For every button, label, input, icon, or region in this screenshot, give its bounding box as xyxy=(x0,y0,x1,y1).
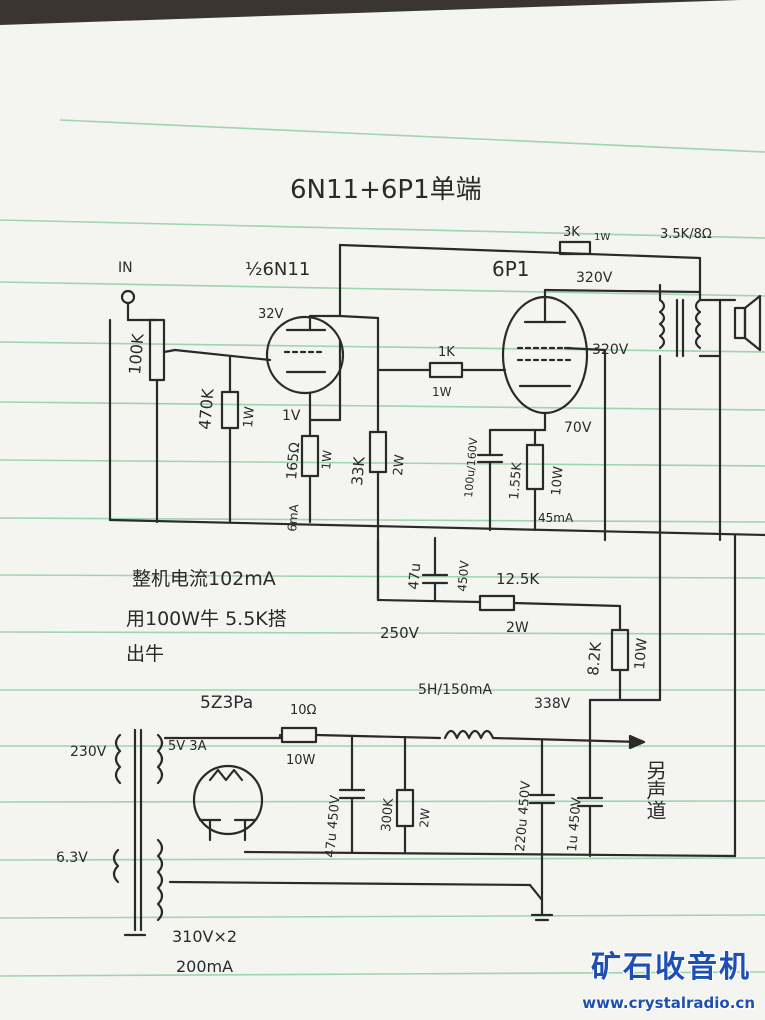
feedback-resistor-label: 3K xyxy=(563,225,580,240)
secondary-voltage: 310V×2 xyxy=(172,927,237,946)
plate2-voltage: 320V xyxy=(576,270,613,286)
pot-label: 100K xyxy=(125,332,148,375)
ot-primary-icon xyxy=(658,298,666,350)
dropper-resistor-watt: 10W xyxy=(632,637,651,670)
surge-resistor-watt: 10W xyxy=(286,753,316,768)
screen2-voltage: 320V xyxy=(592,342,629,358)
rectifier-tube-icon xyxy=(192,764,264,836)
feedback-resistor-watt: 1W xyxy=(594,232,610,243)
grid-resistor-watt: 1W xyxy=(241,406,258,428)
cathode2-cap-label: 100u/160V xyxy=(462,437,480,499)
ruled-lines xyxy=(0,119,765,977)
grid-stopper-watt: 1W xyxy=(432,385,452,399)
mains-winding-icon xyxy=(114,733,122,785)
feedback-resistor-icon xyxy=(558,240,592,256)
hv-winding-icon xyxy=(156,838,164,922)
b1-voltage: 338V xyxy=(534,696,571,712)
cathode1-resistor-label: 165Ω xyxy=(284,441,303,480)
filter-cap3-label: 1u 450V xyxy=(565,797,585,853)
mains-voltage: 230V xyxy=(70,744,107,760)
heater-voltage: 6.3V xyxy=(56,850,88,866)
plate1-resistor-label: 33K xyxy=(348,455,369,487)
watermark-logo: 矿石收音机 xyxy=(591,950,751,985)
filter-cap1-label: 47u 450V xyxy=(323,795,343,859)
schematic-labels: 6N11+6P1单端 IN ½6N11 6P1 100K 470K 1W 32V… xyxy=(56,175,712,976)
choke-icon xyxy=(443,729,495,740)
ot-secondary-icon xyxy=(694,298,702,350)
filter-cap2-label: 220u 450V xyxy=(513,780,534,852)
bleeder-resistor-watt: 2W xyxy=(417,807,433,828)
heater-winding-icon xyxy=(112,848,120,884)
bleeder-resistor-label: 300K xyxy=(379,797,397,832)
choke-label: 5H/150mA xyxy=(418,682,493,698)
cathode2-resistor-label: 1.55K xyxy=(507,461,525,500)
decoupling-resistor-label: 12.5K xyxy=(496,570,540,588)
cathode1-resistor-watt: 1W xyxy=(319,449,335,470)
schematic-title: 6N11+6P1单端 xyxy=(290,175,482,205)
cathode2-resistor-watt: 10W xyxy=(549,466,567,497)
rect-filament-winding-icon xyxy=(156,733,164,785)
cathode1-voltage: 1V xyxy=(282,408,301,424)
ot-label: 3.5K/8Ω xyxy=(660,227,712,242)
rectifier-label: 5Z3Pa xyxy=(200,693,253,713)
plate1-resistor-watt: 2W xyxy=(391,454,408,476)
note-total-current: 整机电流102mA xyxy=(132,568,276,590)
input-label: IN xyxy=(118,260,133,276)
grid-resistor-label: 470K xyxy=(195,387,218,430)
note-output: 出牛 xyxy=(126,643,164,665)
grid-stopper-label: 1K xyxy=(438,345,455,360)
tube-6n11-icon xyxy=(265,315,345,395)
dropper-resistor-label: 8.2K xyxy=(584,640,605,676)
tube1-label: ½6N11 xyxy=(245,259,310,280)
watermark-url: www.crystalradio.cn xyxy=(582,994,755,1012)
rect-filament-label: 5V 3A xyxy=(168,739,207,754)
tube2-current: 45mA xyxy=(538,511,574,525)
other-channel-label: 另声道 xyxy=(643,760,667,820)
surge-resistor-label: 10Ω xyxy=(290,703,317,718)
secondary-current: 200mA xyxy=(176,957,233,976)
note-transformer: 用100W牛 5.5K搭 xyxy=(126,608,287,630)
tube2-label: 6P1 xyxy=(492,257,530,281)
decoupling-resistor-watt: 2W xyxy=(506,620,529,636)
decoupling-cap-label: 47u xyxy=(406,562,424,590)
plate1-voltage: 32V xyxy=(258,307,284,322)
b2-voltage: 250V xyxy=(380,624,420,642)
cathode2-voltage: 70V xyxy=(564,420,592,436)
decoupling-cap-voltage: 450V xyxy=(455,559,472,592)
tube1-current: 6mA xyxy=(285,503,301,532)
circuit-wiring xyxy=(108,240,765,937)
